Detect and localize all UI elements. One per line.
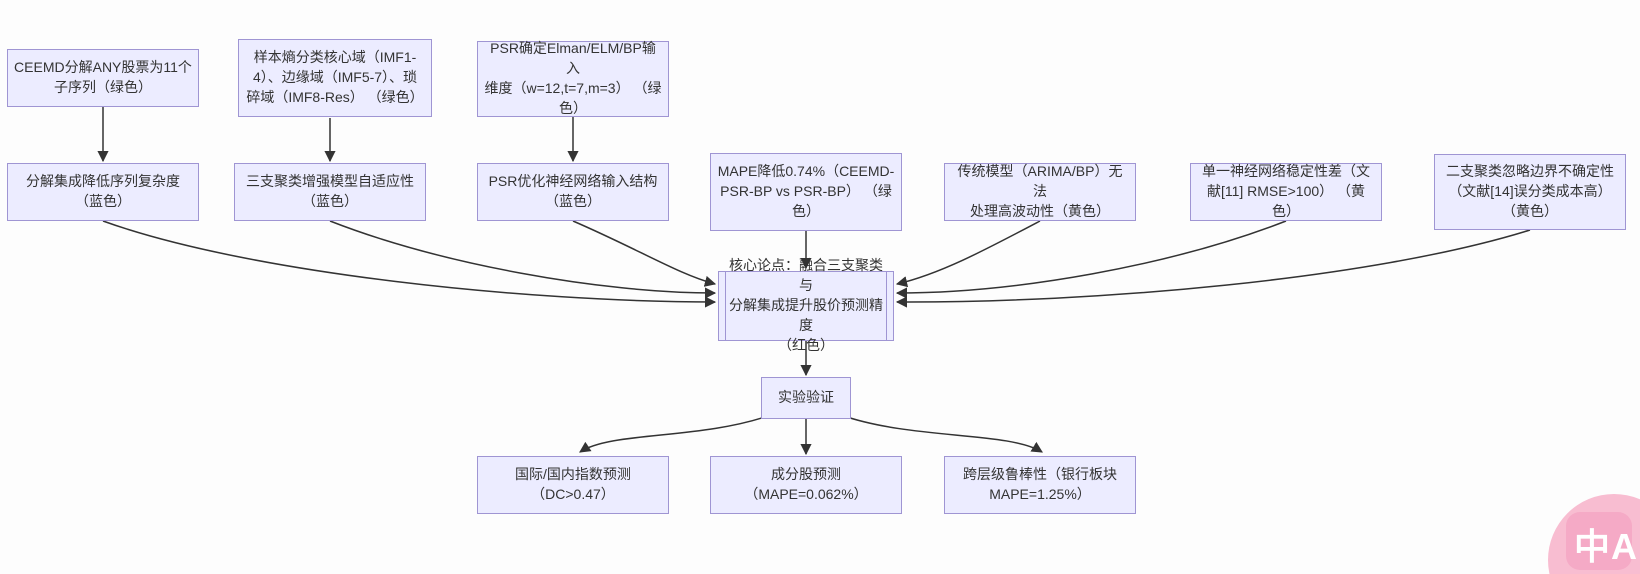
node-index-prediction: 国际/国内指数预测 （DC>0.47）	[477, 456, 669, 514]
watermark-badge: 中A	[1548, 494, 1640, 574]
node-ceemd-decompose: CEEMD分解ANY股票为11个 子序列（绿色）	[7, 49, 199, 107]
edge-complexity-to-core	[102, 220, 717, 308]
edge-twoway-to-core	[895, 229, 1531, 308]
node-sample-entropy-domains: 样本熵分类核心域（IMF1- 4）、边缘域（IMF5-7）、琐 碎域（IMF8-…	[238, 39, 432, 117]
node-constituent-stock-prediction: 成分股预测 （MAPE=0.062%）	[710, 456, 902, 514]
node-decomposition-reduces-complexity: 分解集成降低序列复杂度 （蓝色）	[7, 163, 199, 221]
node-two-way-clustering-limit: 二支聚类忽略边界不确定性 （文献[14]误分类成本高） （黄色）	[1434, 154, 1626, 230]
node-cross-level-robustness: 跨层级鲁棒性（银行板块 MAPE=1.25%）	[944, 456, 1136, 514]
node-psr-input-dimension: PSR确定Elman/ELM/BP输入 维度（w=12,t=7,m=3） （绿 …	[477, 40, 669, 117]
edge-adaptivity-to-core	[329, 220, 717, 299]
node-psr-optimizes-input: PSR优化神经网络输入结构 （蓝色）	[477, 163, 669, 221]
node-traditional-model-limit: 传统模型（ARIMA/BP）无法 处理高波动性（黄色）	[944, 163, 1136, 221]
node-three-way-clustering-adaptivity: 三支聚类增强模型自适应性 （蓝色）	[234, 163, 426, 221]
node-core-thesis: 核心论点：融合三支聚类与 分解集成提升股价预测精度 （红色）	[718, 257, 894, 353]
edge-inputstructure-to-core	[572, 220, 717, 287]
edge-experiment-to-robustness	[840, 414, 1043, 453]
node-single-nn-instability: 单一神经网络稳定性差（文 献[11] RMSE>100） （黄色）	[1190, 163, 1382, 221]
node-experiment-validation: 实验验证	[761, 377, 851, 419]
edge-singlenn-to-core	[895, 220, 1287, 299]
node-mape-reduction: MAPE降低0.74%（CEEMD- PSR-BP vs PSR-BP） （绿 …	[710, 153, 902, 231]
edge-traditional-to-core	[895, 220, 1041, 288]
watermark-text: 中A	[1574, 526, 1638, 567]
edge-experiment-to-index	[579, 414, 772, 453]
watermark-badge-inner	[1566, 512, 1632, 570]
